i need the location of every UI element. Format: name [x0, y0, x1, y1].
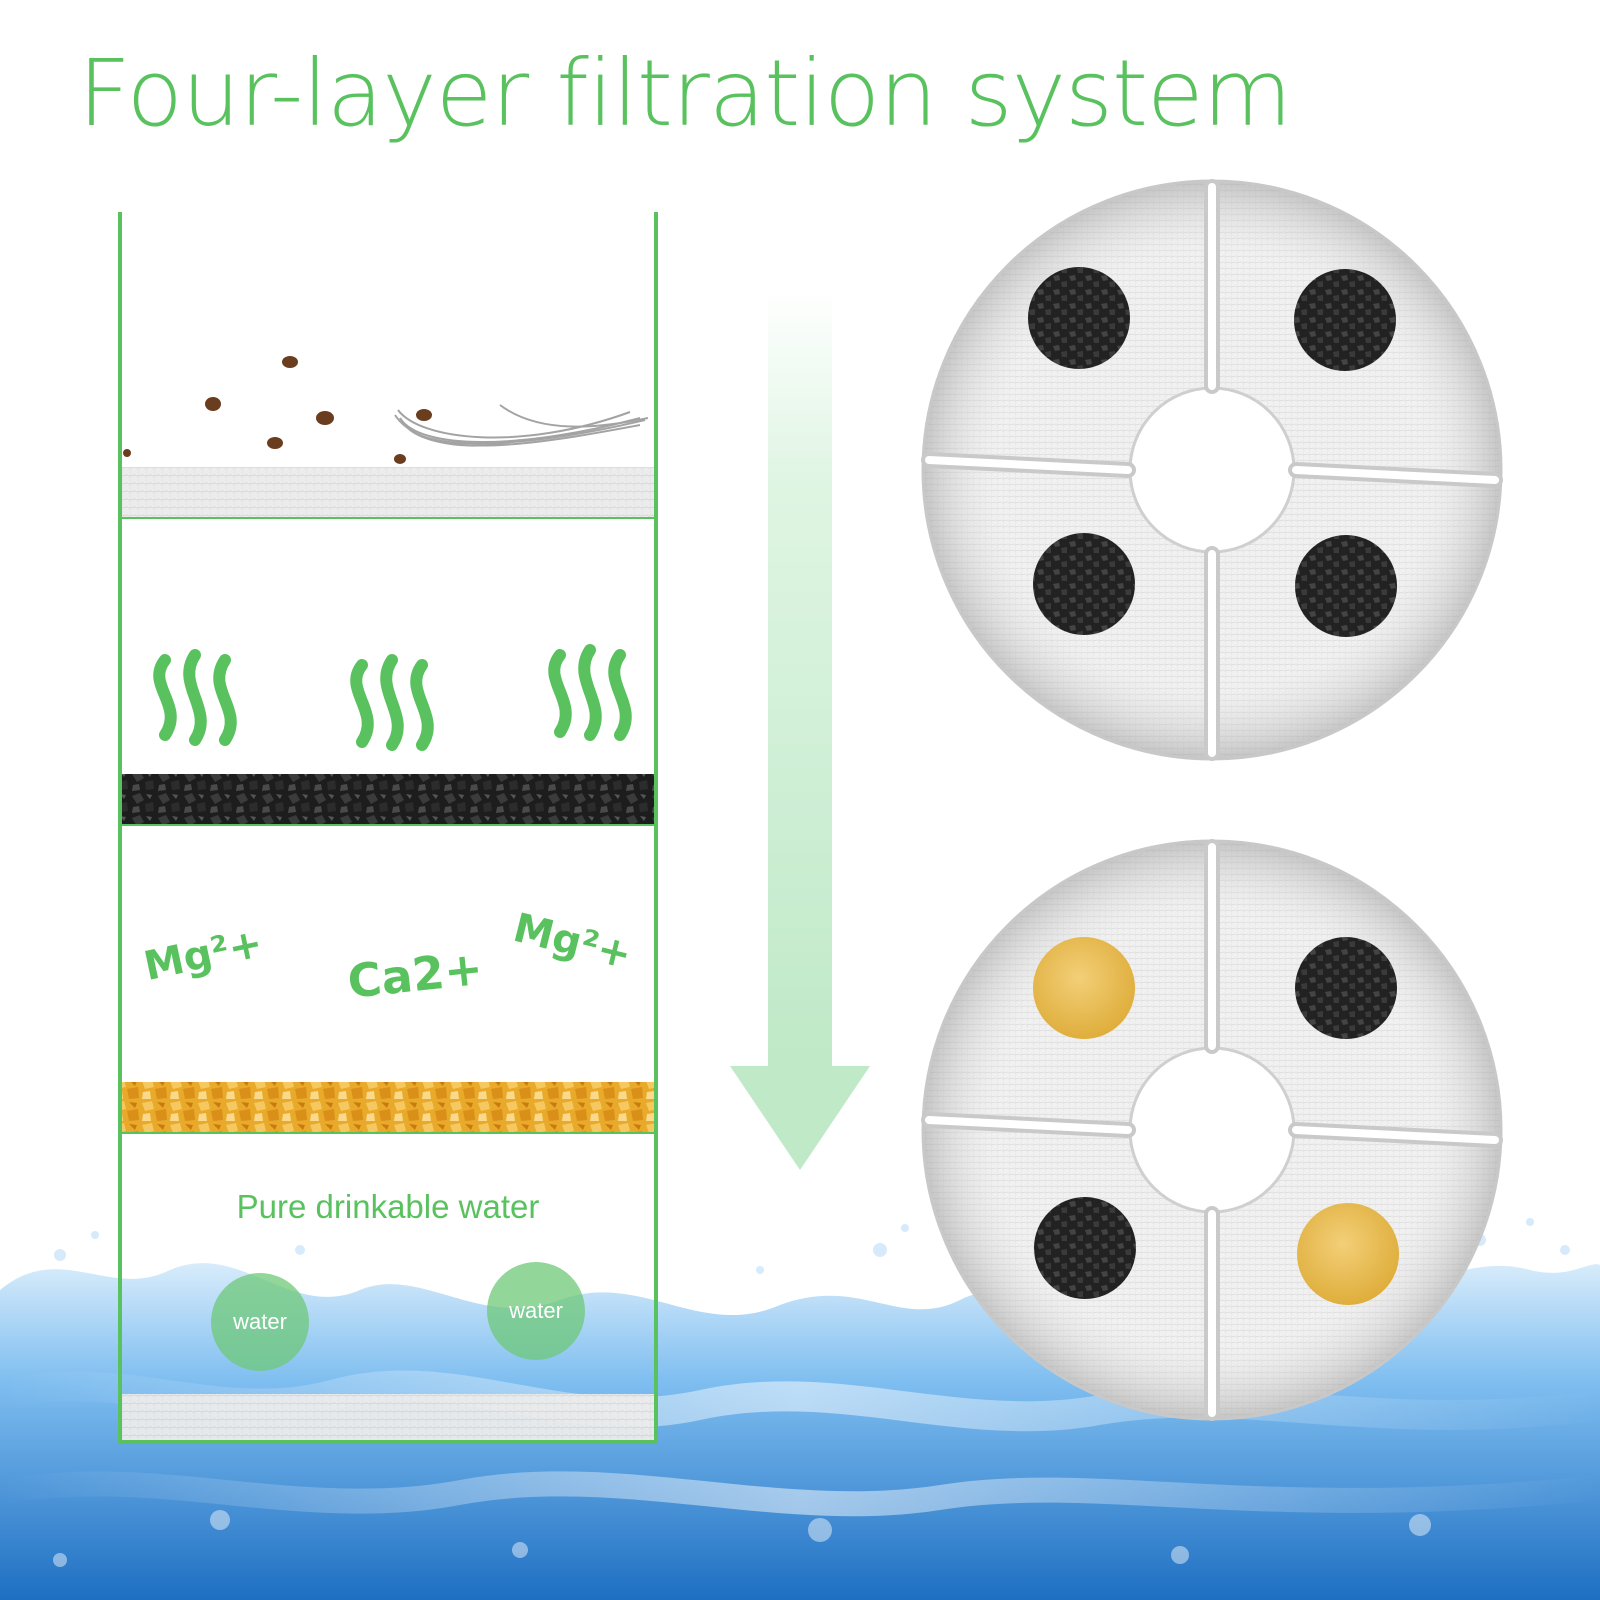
- odor-wave-icon: [548, 644, 632, 741]
- hair-strands: [394, 404, 649, 447]
- water-bubble: water: [487, 1262, 585, 1360]
- water-bubble: water: [211, 1273, 309, 1371]
- odor-wave-icon: [153, 649, 237, 746]
- flow-arrow-icon: [730, 288, 870, 1170]
- filter-disc-icon: [921, 179, 1503, 761]
- layer-2-activated-carbon: [122, 644, 654, 824]
- filter-column: [118, 212, 658, 1444]
- debris-particles: [123, 356, 432, 464]
- filter-disc-icon: [921, 839, 1503, 1421]
- layer-3-ion-exchange-resin: [122, 1082, 654, 1132]
- output-label: Pure drinkable water: [236, 1188, 540, 1225]
- page-title: Four-layer filtration system: [78, 40, 1292, 147]
- layer-4-fine-filter: [122, 1394, 654, 1440]
- layer-1-prefilter: [122, 356, 654, 517]
- odor-wave-icon: [350, 654, 434, 751]
